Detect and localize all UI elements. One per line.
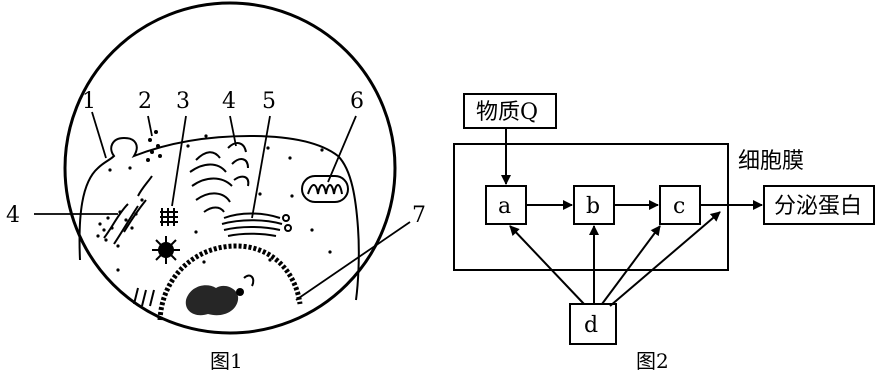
node-c-label: c [673, 194, 685, 219]
figure2-caption: 图2 [636, 349, 669, 373]
golgi-er-upper [189, 142, 250, 213]
arrow-d-to-output [609, 211, 721, 307]
label-7: 7 [412, 203, 426, 228]
view-circle [63, 1, 397, 335]
flow-arrows [501, 128, 763, 307]
label-6: 6 [350, 89, 364, 114]
node-a-label: a [498, 194, 511, 219]
secreted-protein-label: 分泌蛋白 [774, 194, 862, 219]
label-2: 2 [138, 89, 152, 114]
figure1-cell: 1 2 3 4 5 6 4 7 图1 [6, 1, 426, 373]
mitochondrion [301, 175, 349, 203]
rough-er-left [103, 175, 153, 245]
node-b-label: b [586, 194, 600, 219]
free-ribosomes [108, 134, 332, 272]
golgi-apparatus [221, 212, 292, 237]
substance-q-box [463, 93, 557, 129]
secretory-vesicles [146, 130, 162, 162]
ribosome-dots-left [96, 198, 144, 248]
figure2-flow: 细胞膜 物质Q a b c 分泌蛋白 d 图2 [453, 93, 875, 373]
label-3: 3 [176, 89, 190, 114]
arrow-d-to-c [601, 225, 661, 305]
centriole [152, 208, 180, 264]
label-5: 5 [262, 89, 276, 114]
cell-membrane [78, 134, 360, 301]
nucleus [157, 243, 303, 321]
node-d-label: d [584, 313, 598, 338]
rough-er-bottom [133, 287, 155, 307]
label-4-lower: 4 [6, 203, 20, 228]
arrow-d-to-a [509, 225, 585, 305]
label-1: 1 [82, 89, 96, 114]
label-4-upper: 4 [222, 89, 236, 114]
figure1-caption: 图1 [210, 349, 243, 373]
membrane-label: 细胞膜 [738, 149, 804, 174]
cell-membrane-box [453, 143, 729, 271]
secreted-protein-box [763, 185, 875, 225]
substance-q-label: 物质Q [476, 100, 538, 125]
leader-lines [34, 111, 411, 301]
